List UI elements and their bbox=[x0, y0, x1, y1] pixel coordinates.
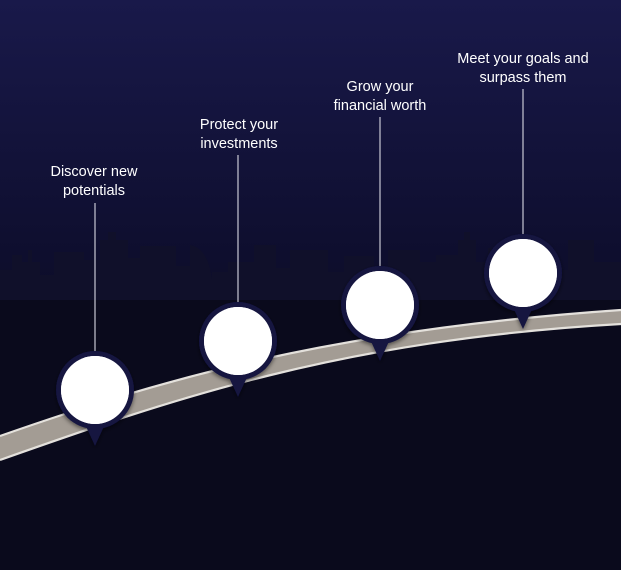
road bbox=[0, 310, 621, 460]
ground bbox=[0, 300, 621, 570]
road-edge-bottom bbox=[0, 322, 621, 462]
milestone-3-label: Grow your financial worth bbox=[333, 79, 427, 114]
milestone-4-label: Meet your goals and surpass them bbox=[457, 51, 589, 86]
milestone-1-label: Discover new potentials bbox=[50, 164, 138, 199]
milestone-2-label: Protect your investments bbox=[199, 117, 279, 152]
